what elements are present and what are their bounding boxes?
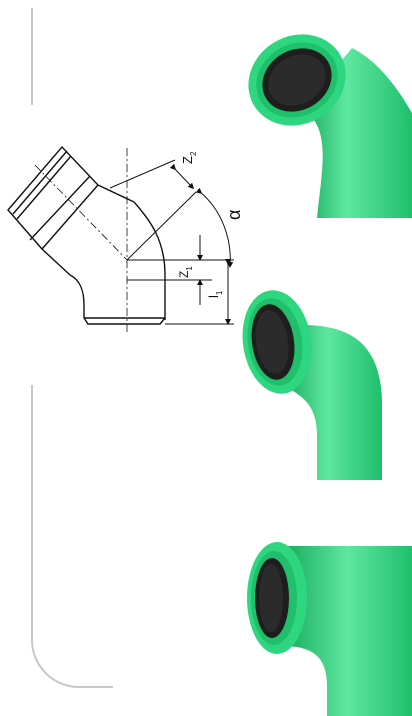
product-elbow-87	[247, 542, 412, 716]
elbow-outer	[133, 201, 166, 320]
centerline-diagonal	[34, 164, 128, 261]
l1-label: l1	[206, 290, 224, 298]
z2-ext-1	[109, 159, 176, 189]
shoulder-line	[41, 248, 71, 276]
alpha-arc	[195, 187, 234, 268]
decor-line-middle	[31, 385, 33, 635]
decor-line-top	[31, 8, 33, 105]
socket-inner-wall	[29, 175, 91, 241]
z1-label: Z1	[177, 266, 194, 278]
z2-dim	[169, 163, 195, 190]
decor-corner	[31, 620, 113, 688]
product-elbow-67	[242, 290, 382, 480]
elbow-body	[282, 546, 412, 716]
z2-label: Z2	[180, 151, 198, 164]
product-elbow-45	[248, 34, 412, 218]
socket-rim	[16, 155, 72, 220]
pipe-end	[83, 317, 166, 325]
z2-ext-2	[126, 191, 197, 261]
alpha-label: α	[224, 210, 244, 220]
lower-pipe-left	[69, 274, 85, 318]
socket-rim-inner	[12, 150, 68, 215]
socket-outline	[7, 145, 99, 251]
technical-drawing: Z2 α Z1 l1	[7, 145, 244, 332]
